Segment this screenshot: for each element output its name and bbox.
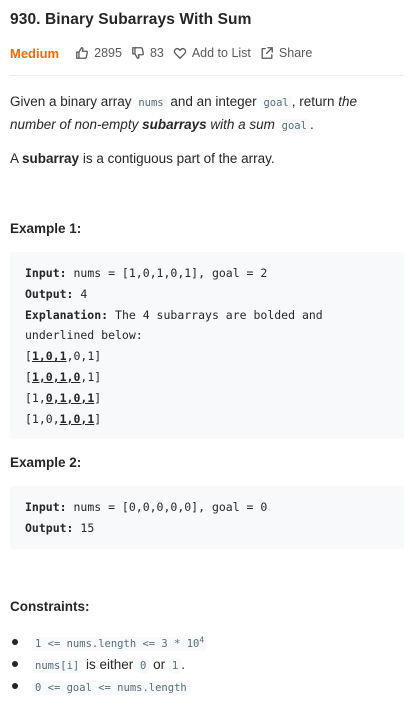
constraints-list: 1 <= nums.length <= 3 * 104 nums[i] is e… [12,632,208,698]
add-to-list-button[interactable]: Add to List [173,46,251,60]
constraint-item: nums[i] is either 0 or 1. [12,654,207,676]
problem-title: 930. Binary Subarrays With Sum [10,11,252,28]
example-1-heading: Example 1: [10,221,82,236]
constraints-heading: Constraints: [10,599,90,614]
share-icon [261,47,273,59]
share-button[interactable]: Share [260,46,312,60]
constraint-item: 0 <= goal <= nums.length [12,676,207,698]
dislike-count: 83 [149,46,164,60]
dislike-button[interactable]: 83 [131,46,164,60]
inline-code: goal [260,96,292,110]
inline-code: nums [135,96,167,110]
thumbs-down-icon [132,47,144,59]
subarray-row: [1,0,1,0,1] [25,349,102,364]
subarray-row: [1,0,1,0,1] [25,411,102,426]
difficulty-badge: Medium [10,45,60,61]
example-1-block: Input: nums = [1,0,1,0,1], goal = 2 Outp… [10,252,404,439]
example-2-heading: Example 2: [10,455,82,470]
like-button[interactable]: 2895 [75,46,122,60]
subarray-row: [1,0,1,0,1] [25,390,102,405]
description-paragraph: Given a binary array nums and an integer… [10,94,358,133]
constraint-item: 1 <= nums.length <= 3 * 104 [12,632,208,654]
bullet-icon [12,683,18,689]
heart-icon [173,47,187,59]
example-2-block: Input: nums = [0,0,0,0,0], goal = 0 Outp… [10,486,404,549]
problem-meta-bar: Medium 2895 83 Add to List Share [10,44,321,62]
bullet-icon [12,661,18,667]
add-to-list-label: Add to List [191,46,251,60]
bullet-icon [12,639,18,645]
inline-code: goal [278,119,310,133]
thumbs-up-icon [76,47,89,59]
subarray-definition: A subarray is a contiguous part of the a… [10,151,275,166]
divider [10,75,404,76]
subarray-row: [1,0,1,0,1] [25,369,102,384]
share-label: Share [278,46,313,60]
like-count: 2895 [94,46,122,60]
